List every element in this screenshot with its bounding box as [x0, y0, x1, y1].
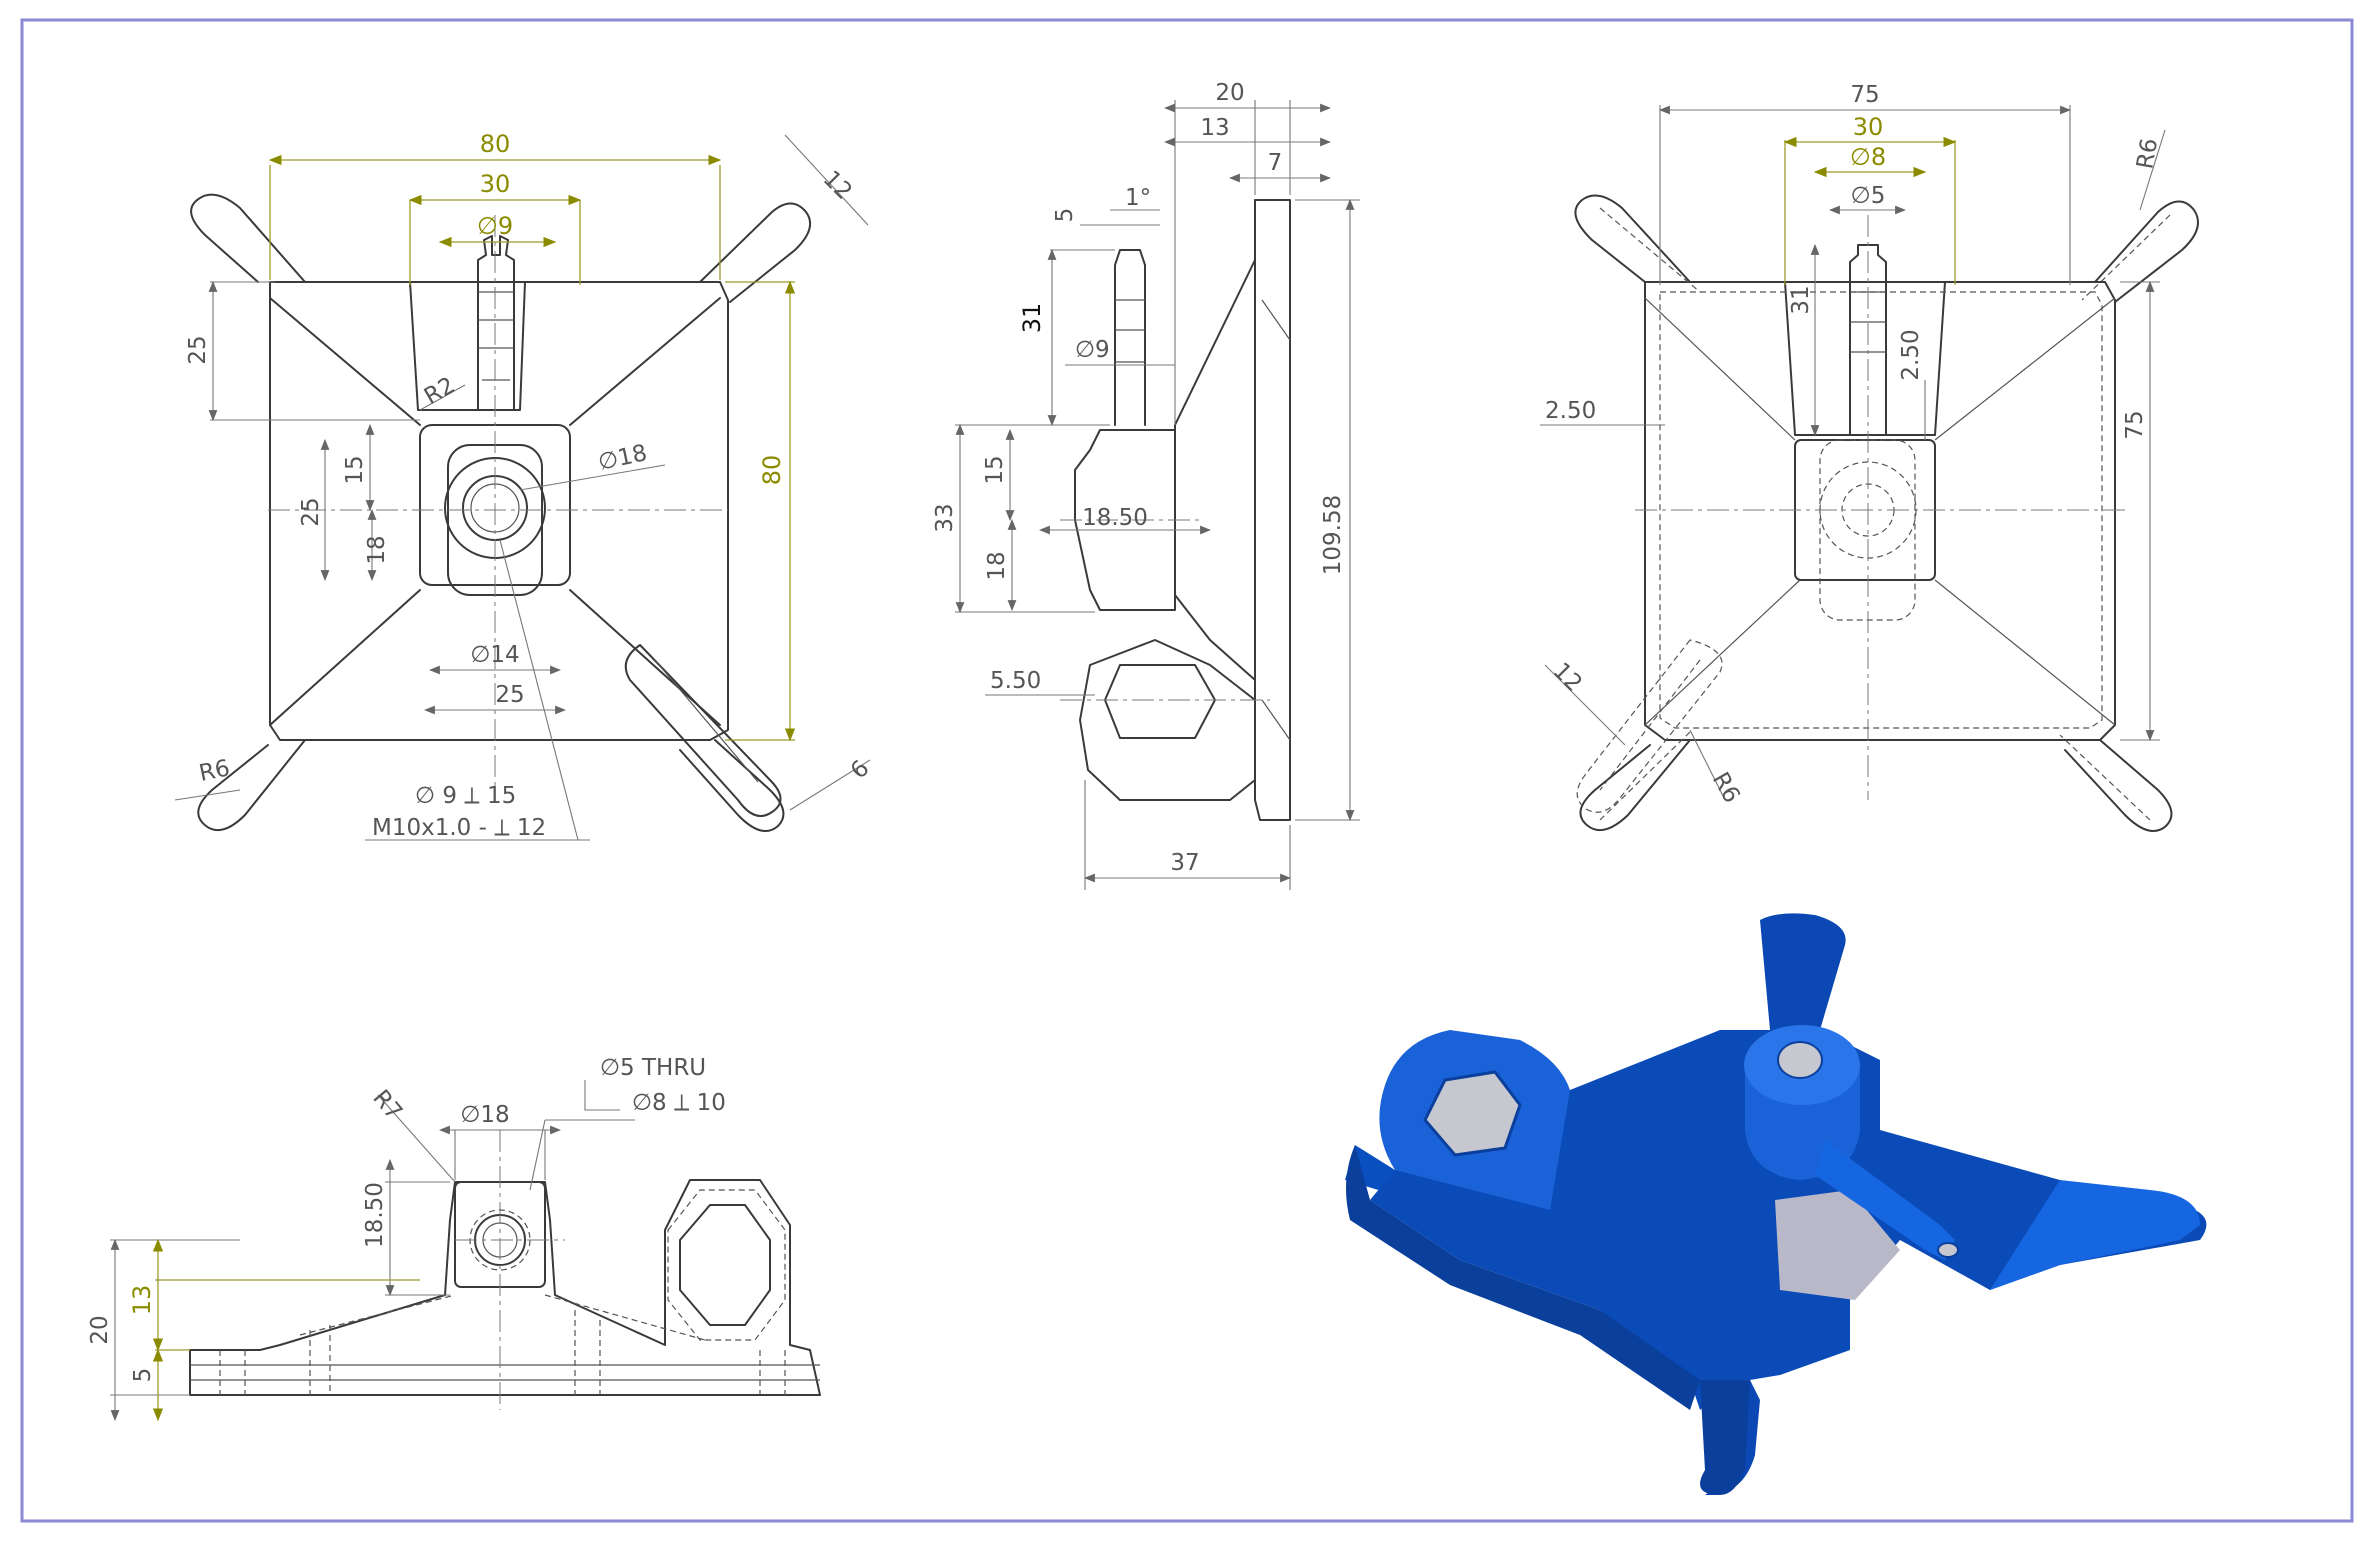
side-dim-37: 37 [1170, 850, 1199, 876]
dim-r6: R6 [197, 755, 232, 787]
bottom-dim-r7: R7 [367, 1085, 407, 1125]
rear-dim-12: 12 [1548, 658, 1587, 697]
side-dim-31: 31 [1018, 303, 1046, 334]
rear-dim-30: 30 [1853, 113, 1884, 141]
dim-25-left: 25 [185, 335, 211, 364]
side-dim-1deg: 1° [1125, 185, 1151, 211]
side-dim-5: 5 [1052, 208, 1078, 223]
bottom-dim-dia18: ∅18 [460, 1102, 509, 1128]
rear-dim-r6-top: R6 [2132, 136, 2163, 171]
dim-80-right: 80 [758, 455, 786, 486]
rear-dim-dia5: ∅5 [1851, 183, 1886, 209]
bottom-dim-20: 20 [87, 1315, 113, 1344]
dim-6: 6 [846, 756, 875, 785]
front-view: 80 30 ∅9 12 25 R2 15 25 18 ∅18 [174, 130, 875, 841]
thread-callout: M10x1.0 - ⟂ 12 [372, 815, 546, 841]
side-dim-1850: 18.50 [1082, 505, 1148, 531]
dim-30-top: 30 [480, 170, 511, 198]
bottom-view: ∅5 THRU ∅8 ⟂ 10 R7 ∅18 18.50 20 13 5 [87, 1055, 821, 1422]
side-dim-dia9: ∅9 [1075, 337, 1110, 363]
side-dim-33: 33 [932, 503, 958, 532]
rear-view: 75 30 ∅8 ∅5 R6 31 2.50 2.50 75 12 R6 [1540, 82, 2199, 833]
side-view: 20 13 7 5 1° 31 ∅9 15 33 18.50 18 [932, 80, 1360, 890]
side-dim-20: 20 [1215, 80, 1244, 106]
rear-dim-75-top: 75 [1850, 82, 1879, 108]
dim-dia9-top: ∅9 [477, 212, 513, 240]
bottom-cbore-callout: ∅8 ⟂ 10 [632, 1090, 726, 1116]
dim-12: 12 [818, 166, 857, 205]
side-dim-15: 15 [982, 455, 1008, 484]
bottom-thru-callout: ∅5 THRU [600, 1055, 706, 1081]
side-dim-10958: 109.58 [1320, 495, 1346, 575]
side-dim-7: 7 [1268, 150, 1283, 176]
dim-80-top: 80 [480, 130, 511, 158]
rear-dim-dia8: ∅8 [1850, 143, 1886, 171]
dim-18: 18 [364, 535, 390, 564]
rear-dim-31: 31 [1788, 285, 1814, 314]
dim-r2: R2 [420, 372, 460, 410]
isometric-model [1345, 913, 2207, 1495]
side-dim-13: 13 [1200, 115, 1229, 141]
dim-25-bottom: 25 [495, 682, 524, 708]
bottom-dim-13: 13 [128, 1285, 156, 1316]
rear-dim-250-left: 2.50 [1545, 398, 1596, 424]
rear-dim-250-right: 2.50 [1898, 329, 1924, 380]
dim-25-mid: 25 [298, 497, 324, 526]
side-dim-18: 18 [984, 551, 1010, 580]
sheet-border [20, 18, 2354, 1523]
side-dim-550: 5.50 [990, 668, 1041, 694]
bottom-dim-1850: 18.50 [362, 1182, 388, 1248]
hole-callout: ∅ 9 ⟂ 15 [415, 783, 516, 809]
bottom-dim-5: 5 [130, 1368, 156, 1383]
dim-dia14: ∅14 [470, 642, 519, 668]
rear-dim-75-right: 75 [2122, 410, 2148, 439]
dim-dia18: ∅18 [596, 440, 650, 476]
dim-15: 15 [342, 455, 368, 484]
